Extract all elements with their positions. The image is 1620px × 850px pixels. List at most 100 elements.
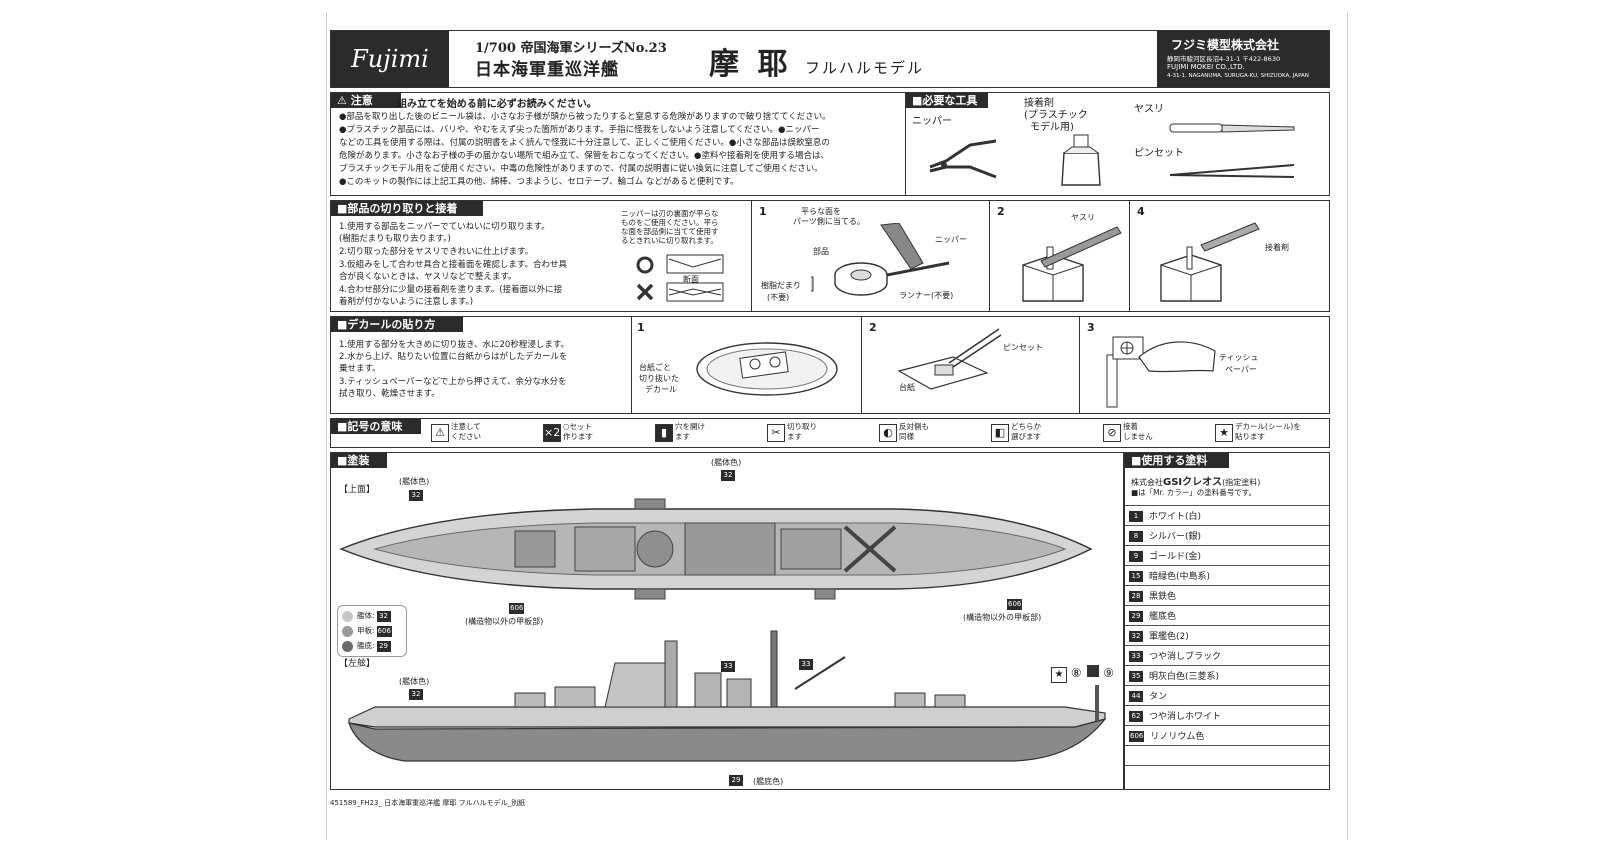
cutting-step: 3.仮組みをして合わせ具合と接着面を確認します。合わせ具 xyxy=(339,260,568,270)
decal-step-1-number: 1 xyxy=(637,321,645,334)
symbol-text: 穴を開け xyxy=(675,422,705,431)
deck-callout-1: (構造物以外の甲板部) xyxy=(465,617,544,626)
painting-title: ■塗装 xyxy=(331,453,387,468)
section-label: 断面 xyxy=(683,275,699,284)
nipper-note-line: ものをご使用ください。平ら xyxy=(621,218,719,227)
caution-line: ●部品を取り出した後のビニール袋は、小さなお子様が頭から被ったりすると窒息する危… xyxy=(339,112,831,122)
symbol-text: 切り取り xyxy=(787,422,817,431)
color-legend-num: 29 xyxy=(376,640,391,652)
caution-line: ●プラスチック部品には、バリや、やむをえず尖った箇所があります。手指に怪我をしな… xyxy=(339,125,820,135)
paint-name: つや消しホワイト xyxy=(1149,712,1222,722)
cut-step-2-illustration xyxy=(1022,226,1122,302)
color-legend-row: 甲板:606 xyxy=(342,624,398,637)
paint-number: 8 xyxy=(1129,531,1143,542)
paint-number: 29 xyxy=(1129,611,1143,622)
file-label: ヤスリ xyxy=(1134,104,1164,115)
nipper-note-line: ニッパーは刃の裏面が平らな xyxy=(621,209,719,218)
choose-either-icon: ◧ xyxy=(991,424,1009,442)
cut-step-4-number: 4 xyxy=(1137,205,1145,218)
flag-icon xyxy=(1087,665,1100,677)
divider xyxy=(861,317,862,413)
symbol-item: ▮穴を開けます xyxy=(655,422,763,448)
paint-name: リノリウム色 xyxy=(1150,732,1205,742)
symbol-legend: ⚠注意してください×2○セット作ります▮穴を開けます✂切り取ります◐反対側も同様… xyxy=(431,422,1321,448)
series-label: 1/700 帝国海軍シリーズNo.23 xyxy=(475,41,667,56)
tools-panel: ■必要な工具 ニッパー 接着剤 (プラスチック モデル用) ヤスリ ピンセット xyxy=(905,93,1330,195)
color-legend-label: 甲板: xyxy=(357,626,375,635)
paint-name: ゴールド(金) xyxy=(1149,552,1202,562)
nipper-label: ニッパー xyxy=(912,116,952,127)
color-legend-num: 606 xyxy=(376,625,392,637)
paints-title: ■使用する塗料 xyxy=(1125,453,1229,468)
paints-box: ■使用する塗料 株式会社GSIクレオス(指定塗料) ■は「Mr. カラー」の塗料… xyxy=(1124,452,1330,790)
cut-step-4-illustration xyxy=(1160,222,1260,302)
header-box: Fujimi 1/700 帝国海軍シリーズNo.23 日本海軍重巡洋艦 摩 耶 … xyxy=(330,30,1330,88)
bottom-color-callout: (艦底色) xyxy=(753,777,784,786)
symbol-text: 同様 xyxy=(899,432,914,441)
cut-section-diagram xyxy=(636,254,724,302)
symbol-item: ⚠注意してください xyxy=(431,422,539,448)
cutting-step: (樹脂だまりも取り去ります。) xyxy=(339,234,451,244)
no-glue-icon: ⊘ xyxy=(1103,424,1121,442)
color-swatch xyxy=(342,625,353,637)
paint-row: 32 軍艦色(2) xyxy=(1125,625,1329,646)
painting-box: ■塗装 【上面】 【左舷】 (艦体色) 32 (艦体色) 32 606 (構造物… xyxy=(330,452,1124,790)
decal-slide-illustration xyxy=(897,328,1002,390)
symbol-text: しません xyxy=(1123,432,1153,441)
tissue-press-illustration xyxy=(1106,336,1216,408)
symbol-text: 注意して xyxy=(451,422,481,431)
divider xyxy=(989,201,990,311)
ship-side-view xyxy=(348,630,1107,762)
paint-number: 32 xyxy=(1129,631,1143,642)
paint-row: 8 シルバー(銀) xyxy=(1125,525,1329,546)
decal-step: 拭き取り、乾燥させます。 xyxy=(339,389,440,399)
cut-step-1-resin: 樹脂だまり xyxy=(761,281,801,290)
cut-step-1-runner: ランナー(不要) xyxy=(899,291,954,300)
decal-step: 乗せます。 xyxy=(339,364,381,374)
symbol-text: ます xyxy=(787,432,802,441)
deck-callout-2: (構造物以外の甲板部) xyxy=(963,613,1042,622)
caution-line: 危険があります。小さなお子様の手の届かない場所で組み立て、保管をおこなってくださ… xyxy=(339,151,829,161)
symbol-item: ◧どちらか選びます xyxy=(991,422,1099,448)
symbol-text: 反対側も xyxy=(899,422,929,431)
superstructure-num-1: 33 xyxy=(721,661,735,672)
paint-name: シルバー(銀) xyxy=(1149,532,1202,542)
paint-note: ■は「Mr. カラー」の塗料番号です。 xyxy=(1131,488,1256,497)
decal-step-3-tissue-1: ティッシュ xyxy=(1219,353,1259,362)
decal-box: ■デカールの貼り方 1.使用する部分を大きめに切り抜き、水に20秒程浸します。 … xyxy=(330,316,1330,414)
decal-marker-row: ★ ⑧ ⑨ xyxy=(1051,665,1114,683)
color-legend-label: 艦体: xyxy=(357,611,375,620)
decal-step-2-number: 2 xyxy=(869,321,877,334)
opposite-side-icon: ◐ xyxy=(879,424,897,442)
symbol-item: ◐反対側も同様 xyxy=(879,422,987,448)
glue-note-2: モデル用) xyxy=(1030,122,1074,133)
paint-number: 15 xyxy=(1129,571,1143,582)
divider xyxy=(751,201,752,311)
paint-number: 35 xyxy=(1129,671,1143,682)
nipper-note-line: な面を部品側に当てて使用す xyxy=(621,227,719,236)
cut-off-icon: ✂ xyxy=(767,424,785,442)
paint-name: 軍艦色(2) xyxy=(1149,632,1189,642)
divider xyxy=(1129,201,1130,311)
glue-label: 接着剤 xyxy=(1024,98,1054,109)
tweezers-label: ピンセット xyxy=(1134,148,1184,159)
symbols-title: ■記号の意味 xyxy=(331,419,421,434)
nipper-note-line: るときれいに切り取れます。 xyxy=(621,236,718,245)
ship-name: 摩 耶 xyxy=(709,47,792,82)
cutting-title: ■部品の切り取りと接着 xyxy=(331,201,483,216)
paint-number: 33 xyxy=(1129,651,1143,662)
decal-marker-8: ⑧ xyxy=(1070,666,1082,680)
cut-step-2-file: ヤスリ xyxy=(1071,213,1095,222)
paint-number: 28 xyxy=(1129,591,1143,602)
instruction-frame: Fujimi 1/700 帝国海軍シリーズNo.23 日本海軍重巡洋艦 摩 耶 … xyxy=(330,30,1330,807)
hull-color-callout-1: (艦体色) xyxy=(399,477,430,486)
color-legend-label: 艦底: xyxy=(357,641,375,650)
decal-step-1-label-1: 台紙ごと xyxy=(639,363,671,372)
